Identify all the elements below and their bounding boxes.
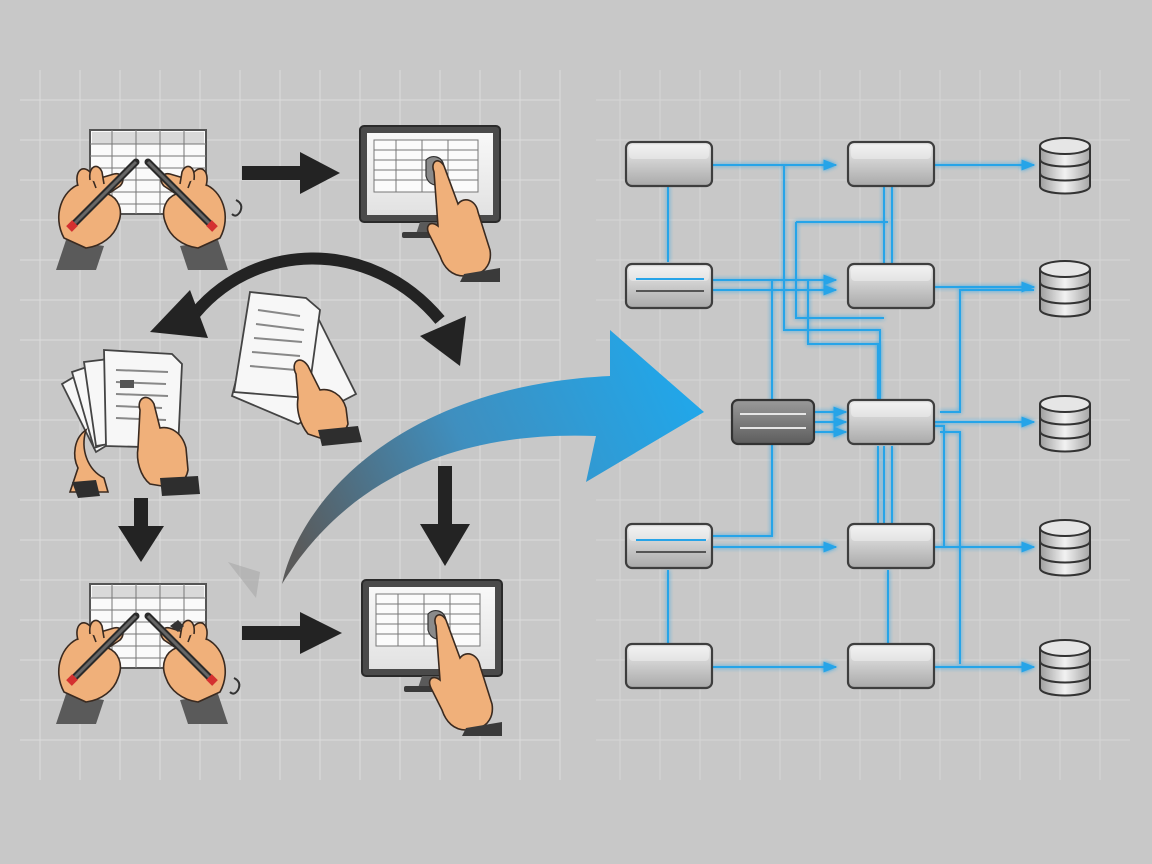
hub-node	[730, 398, 816, 446]
process-node-lines	[624, 262, 714, 310]
arrow-down-icon	[420, 466, 470, 566]
database-cylinder-icon	[1039, 137, 1091, 195]
process-node	[624, 642, 714, 690]
arrow-right-icon	[242, 152, 340, 194]
station-manual-entry-top	[56, 129, 243, 270]
database-cylinder-icon	[1039, 519, 1091, 577]
monitor-touch-icon	[359, 125, 501, 283]
monitor-touch-icon	[361, 579, 503, 737]
faded-arrow-icon	[228, 562, 260, 598]
database-column	[1039, 137, 1091, 697]
connection-lines	[667, 159, 1036, 673]
process-node	[624, 140, 714, 188]
process-node	[846, 140, 936, 188]
workflow-arrows	[118, 152, 470, 654]
gradient-curved-arrow-icon	[282, 330, 704, 584]
station-paper-stack	[60, 349, 200, 498]
curved-arrow-icon	[150, 252, 466, 366]
process-node	[846, 398, 936, 446]
process-node	[846, 642, 936, 690]
pencil-hand-icon	[56, 162, 136, 270]
arrow-down-icon	[118, 498, 164, 562]
arrow-right-icon	[242, 612, 342, 654]
station-computer-bottom	[361, 579, 503, 737]
node-grid	[624, 140, 936, 690]
station-single-document	[230, 291, 362, 446]
process-node	[846, 522, 936, 570]
database-cylinder-icon	[1039, 395, 1091, 453]
station-manual-entry-bottom	[56, 583, 241, 724]
station-computer-top	[359, 125, 501, 283]
process-node	[846, 262, 936, 310]
database-cylinder-icon	[1039, 639, 1091, 697]
pencil-hand-icon	[56, 616, 136, 724]
database-cylinder-icon	[1039, 260, 1091, 318]
process-node-lines	[624, 522, 714, 570]
